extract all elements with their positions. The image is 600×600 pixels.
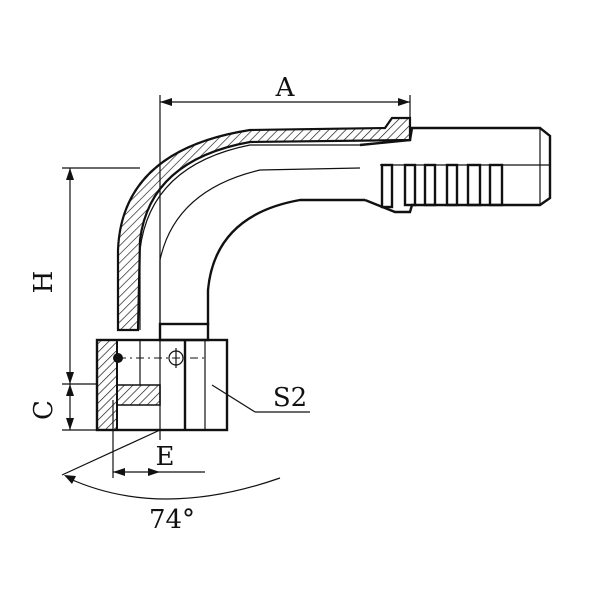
label-a: A: [275, 73, 296, 103]
dim-e-arrow-left: [113, 468, 125, 476]
angle-arc: [67, 477, 281, 500]
label-c: C: [29, 400, 59, 420]
label-s2: S2: [273, 383, 307, 413]
label-e: E: [156, 442, 175, 472]
dim-h-arrow-bottom: [66, 372, 74, 384]
nut-section-hatch: [96, 339, 118, 431]
label-h: H: [29, 271, 59, 294]
elbow-bore-wall: [159, 167, 361, 330]
angle-arrow-left: [64, 475, 76, 484]
s2-leader-diag: [211, 384, 256, 413]
dim-e-arrow-right: [148, 468, 160, 476]
angle-ref-line: [61, 429, 161, 476]
elbow-wall-section: [116, 116, 412, 332]
dim-a-arrow-right: [398, 98, 410, 106]
elbow-bore-inner: [206, 198, 365, 325]
dim-c-arrow-top: [66, 384, 74, 396]
elbow-bore-outer: [139, 144, 360, 330]
hose-tail-barbs: [380, 163, 504, 209]
dim-h-arrow-top: [66, 168, 74, 180]
label-angle: 74°: [149, 505, 195, 535]
hose-tail-outline: [359, 126, 552, 214]
dim-c-arrow-bottom: [66, 418, 74, 430]
dim-a-arrow-left: [160, 98, 172, 106]
nut-collar: [158, 322, 210, 342]
nut-thread: [117, 384, 161, 406]
